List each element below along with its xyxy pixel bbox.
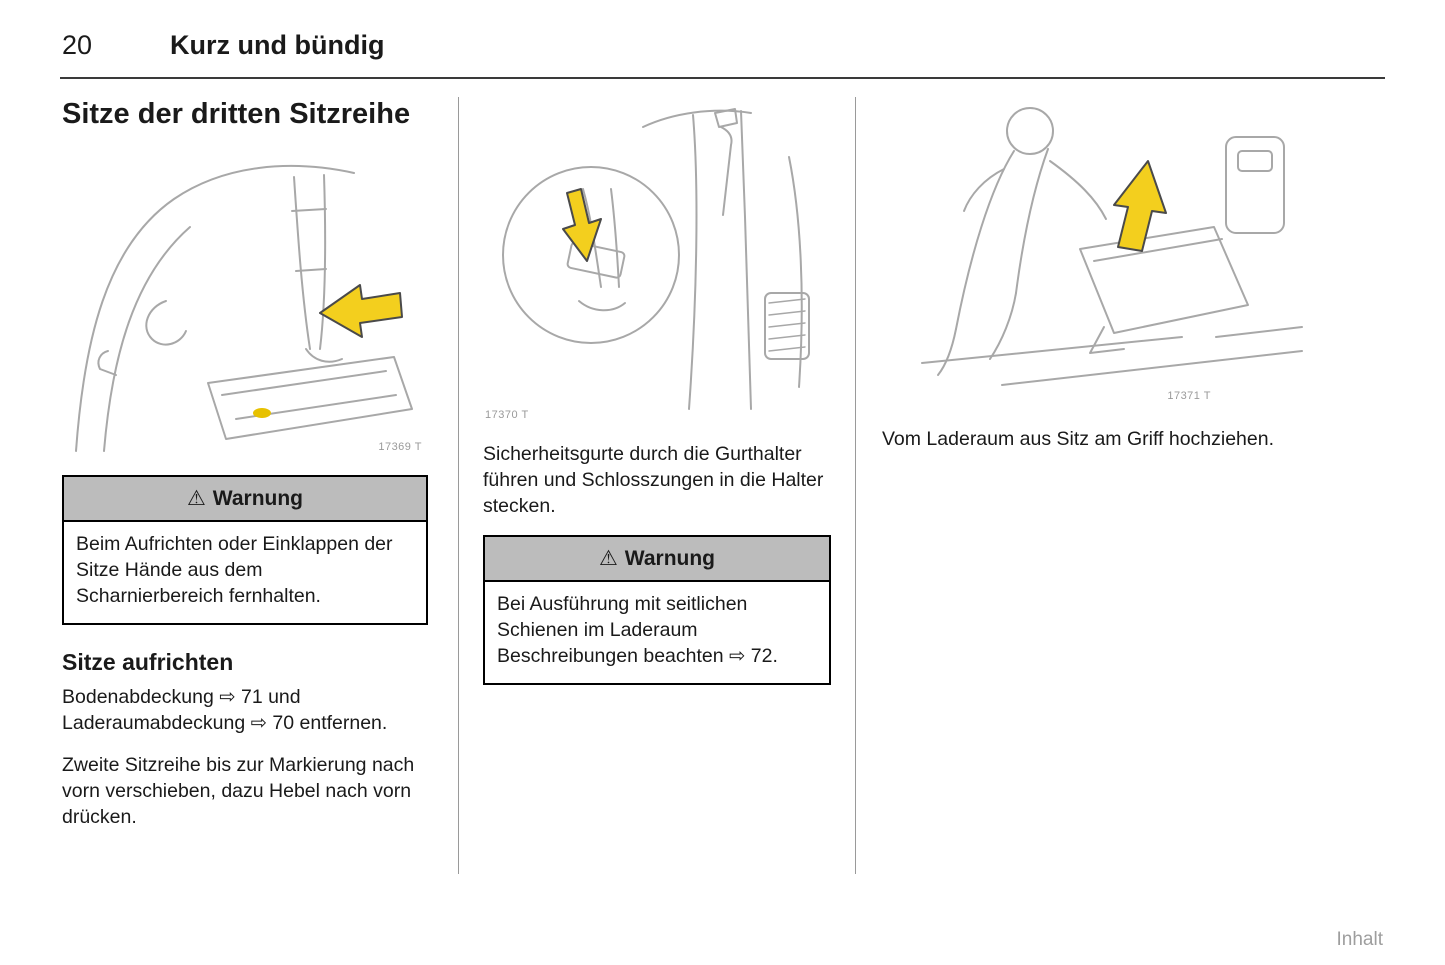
- warning-box-2: ⚠Warnung Bei Ausführung mit seitlichen S…: [483, 535, 831, 686]
- seat-fold-illustration: [75, 164, 413, 452]
- warning-title: Warnung: [212, 486, 304, 510]
- warning-box-1: ⚠Warnung Beim Aufrichten oder Einklappen…: [62, 474, 428, 625]
- lift-direction-arrow-icon: [1113, 160, 1167, 252]
- belt-holder-illustration: [502, 108, 810, 410]
- warning-triangle-icon: ⚠: [598, 547, 618, 571]
- figure-seat-fold: 17369 T: [62, 151, 428, 461]
- figure-label: 17371 T: [1167, 390, 1211, 402]
- warning-body: Bei Ausführung mit seitlichen Schienen i…: [497, 593, 778, 668]
- page-header: 20 Kurz und bündig: [0, 0, 1445, 61]
- column-3: 17371 T Vom Laderaum aus Sitz am Griff h…: [856, 97, 1385, 874]
- warning-body: Beim Aufrichten oder Einklappen der Sitz…: [76, 532, 393, 607]
- paragraph: Vom Laderaum aus Sitz am Griff hochziehe…: [882, 428, 1275, 450]
- paragraph: Zweite Sitzreihe bis zur Markierung nach…: [62, 753, 415, 829]
- header-rule: [60, 77, 1385, 79]
- subsection-heading: Sitze aufrichten: [62, 648, 234, 675]
- figure-seat-lift: 17371 T: [882, 97, 1307, 412]
- chapter-title: Kurz und bündig: [170, 30, 385, 60]
- page-number: 20: [62, 30, 93, 60]
- column-2: 17370 T Sicherheitsgurte durch die Gurth…: [458, 97, 856, 874]
- belt-feed-arrow-icon: [562, 188, 602, 262]
- warning-title: Warnung: [624, 547, 716, 571]
- paragraph: Sicherheitsgurte durch die Gurthalter fü…: [483, 443, 824, 518]
- figure-belt-holder: 17370 T: [483, 97, 831, 427]
- inhalt-link[interactable]: Inhalt: [1336, 929, 1383, 950]
- figure-label: 17369 T: [378, 440, 422, 453]
- section-heading: Sitze der dritten Sitzreihe: [62, 98, 411, 130]
- warning-header: ⚠Warnung: [485, 537, 829, 583]
- column-1: Sitze der dritten Sitzreihe: [62, 97, 458, 874]
- figure-label: 17370 T: [485, 409, 529, 421]
- content-columns: Sitze der dritten Sitzreihe: [0, 79, 1445, 874]
- warning-triangle-icon: ⚠: [186, 486, 206, 510]
- seat-lift-illustration: [921, 107, 1303, 386]
- paragraph: Bodenabdeckung ⇨ 71 und Laderaumabdeckun…: [62, 685, 388, 734]
- fold-direction-arrow-icon: [319, 283, 403, 338]
- warning-header: ⚠Warnung: [64, 476, 426, 522]
